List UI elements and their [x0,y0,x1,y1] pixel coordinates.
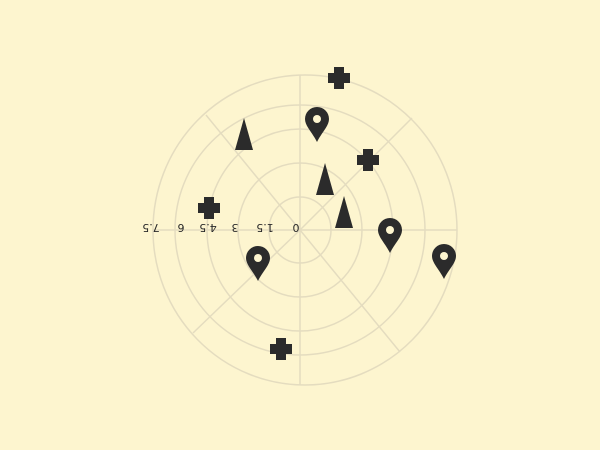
ring-label: 4.5 [199,221,217,234]
grid-spoke [299,229,401,353]
grid-spoke [192,229,301,334]
map-pin-icon[interactable] [305,107,329,142]
cross-icon[interactable] [357,149,379,171]
triangle-icon[interactable] [335,196,353,228]
markers [198,67,456,360]
grid-spoke [299,117,413,231]
ring-label: 0 [293,221,300,234]
ring-label: 6 [178,221,185,234]
triangle-icon[interactable] [316,163,334,195]
cross-icon[interactable] [198,197,220,219]
cross-icon[interactable] [328,67,350,89]
ring-labels: 0 1.5 3 4.5 6 7.5 [142,221,299,234]
grid-spoke [205,114,301,231]
cross-icon[interactable] [270,338,292,360]
ring-label: 7.5 [142,221,160,234]
map-pin-icon[interactable] [246,246,270,281]
grid-spokes [153,75,457,385]
map-pin-icon[interactable] [378,218,402,253]
ring-label: 1.5 [256,221,274,234]
map-pin-icon[interactable] [432,244,456,279]
triangle-icon[interactable] [235,118,253,150]
ring-label: 3 [232,221,239,234]
